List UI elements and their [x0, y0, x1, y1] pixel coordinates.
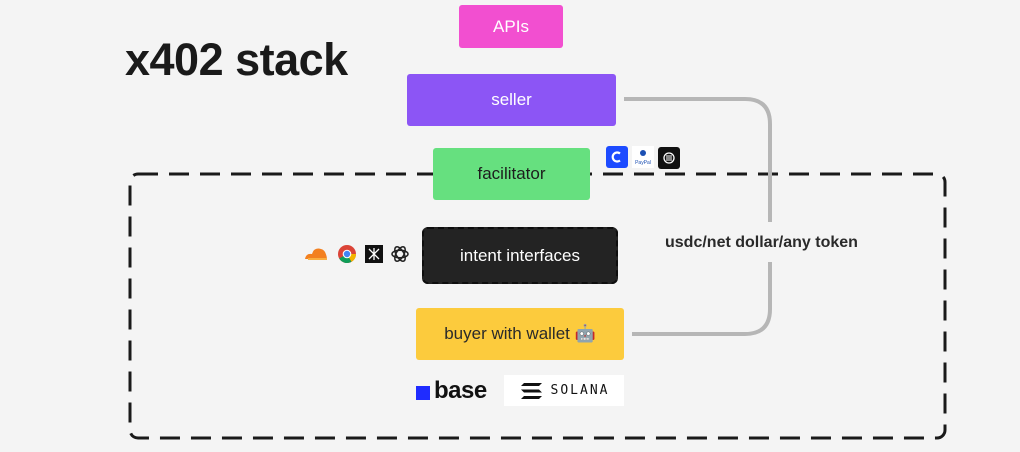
base-label: base [434, 377, 487, 404]
paypal-icon: PayPal [632, 146, 654, 168]
buyer-node: buyer with wallet 🤖 [416, 308, 624, 360]
intent-interfaces-node: intent interfaces [422, 227, 618, 284]
coinbase-icon [606, 146, 628, 168]
facilitator-node: facilitator [433, 148, 590, 200]
base-logo: base [416, 376, 487, 406]
base-square-icon [416, 385, 430, 400]
agent-icon [363, 243, 385, 265]
cloudflare-icon [303, 242, 329, 264]
custom-icon [658, 147, 680, 169]
svg-text:PayPal: PayPal [635, 160, 651, 166]
page-title: x402 stack [125, 34, 348, 85]
connector-seller [624, 97, 772, 222]
solana-label: SOLANA [550, 383, 610, 398]
stack-boundary [128, 172, 947, 440]
edge-label: usdc/net dollar/any token [665, 234, 858, 251]
chrome-icon [336, 243, 358, 265]
connector-buyer [632, 262, 772, 336]
openai-icon [389, 243, 411, 265]
solana-logo: SOLANA [504, 375, 624, 406]
apis-node: APIs [459, 5, 563, 48]
seller-node: seller [407, 74, 616, 126]
solana-icon [520, 382, 542, 399]
